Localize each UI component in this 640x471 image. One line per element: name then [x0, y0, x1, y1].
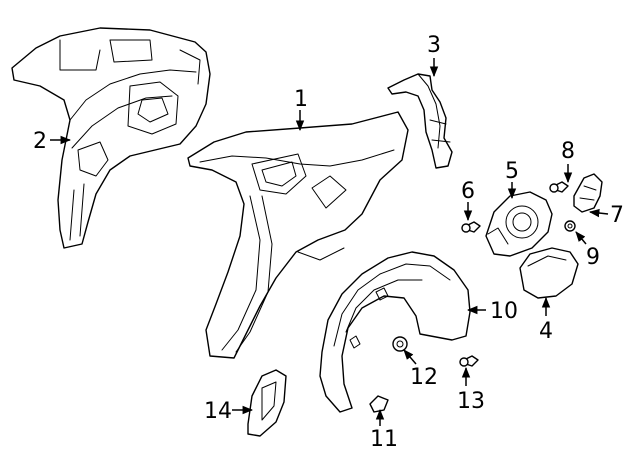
callout-10: 10 — [490, 299, 518, 324]
callout-6: 6 — [461, 179, 475, 204]
callout-2: 2 — [33, 129, 47, 154]
callout-8: 8 — [561, 139, 575, 164]
callout-3: 3 — [427, 33, 441, 58]
callout-4: 4 — [539, 319, 553, 344]
callout-12: 12 — [410, 365, 438, 390]
leader-12 — [403, 349, 417, 365]
part-14-trim-piece — [247, 369, 287, 437]
part-7-actuator — [573, 173, 603, 213]
callout-9: 9 — [586, 245, 600, 270]
part-12-push-clip — [392, 336, 408, 352]
part-4-fuel-door — [519, 247, 579, 299]
leader-7 — [588, 208, 609, 218]
callout-5: 5 — [505, 159, 519, 184]
part-13-screw — [459, 355, 479, 367]
part-11-clip — [369, 395, 389, 413]
part-10-wheelhouse-liner — [319, 251, 471, 413]
callout-14: 14 — [204, 399, 232, 424]
part-5-fuel-filler-housing — [485, 191, 553, 257]
part-2-inner-quarter-panel — [11, 27, 211, 249]
callout-1: 1 — [294, 87, 308, 112]
part-3-bracket — [387, 73, 453, 169]
part-6-screw — [461, 221, 481, 233]
callout-11: 11 — [370, 427, 398, 452]
part-8-bolt — [549, 181, 569, 193]
part-9-washer — [564, 220, 576, 232]
leader-9 — [575, 231, 587, 245]
callout-13: 13 — [457, 389, 485, 414]
callout-7: 7 — [610, 203, 624, 228]
part-1-quarter-panel — [187, 111, 409, 359]
